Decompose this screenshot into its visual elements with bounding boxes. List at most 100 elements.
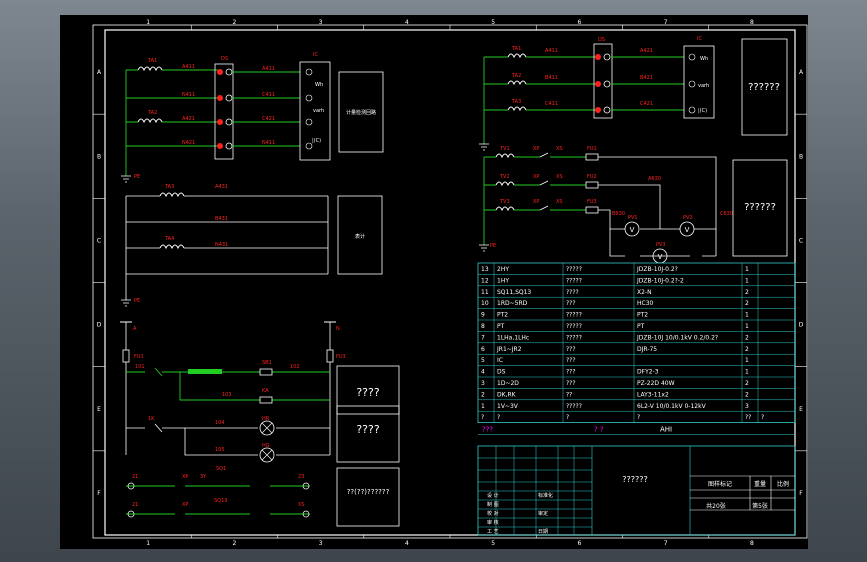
bom-cell: 2 — [745, 334, 749, 341]
wire-label: C411 — [262, 92, 275, 98]
left-pt-circuit: TA3 TA4 PE A431 B431 N431 表计 — [121, 184, 383, 307]
control-line-3 — [126, 423, 330, 433]
interlock-desc-box — [336, 467, 400, 527]
interlock-label: 21 — [132, 502, 138, 508]
bom-cell: PZ-22D 40W — [637, 380, 675, 387]
bom-note-mid: ? ? — [594, 426, 604, 434]
meter-symbol: varh — [313, 108, 324, 114]
meter-symbol: Wh — [700, 56, 708, 62]
bom-cell: 1 — [481, 403, 485, 410]
bom-cell: X2-N — [637, 289, 652, 296]
column-label: 1 — [146, 540, 150, 547]
meter-terminals — [305, 68, 313, 150]
svg-text:V: V — [685, 226, 690, 234]
ct-label-1: TA1 — [147, 58, 157, 64]
bom-header-cell: ? — [637, 414, 640, 421]
title-label: 校 对 — [487, 510, 499, 517]
pt-label: TV3 — [499, 199, 510, 205]
device-label: HR — [262, 416, 270, 422]
bom-cell: JDZB-10J 10/0.1kV 0.2/0.2? — [636, 334, 718, 341]
bom-cell: 7 — [481, 334, 485, 341]
column-label: 8 — [750, 540, 754, 547]
bom-cell: 1 — [745, 357, 749, 364]
column-label: 7 — [664, 19, 668, 26]
fuse-label: FU3 — [587, 199, 597, 205]
right-desc-text-1: ?????? — [748, 82, 780, 93]
switch-label: XP — [533, 199, 539, 205]
column-label: 6 — [577, 540, 581, 547]
wire-label: B630 — [612, 211, 625, 217]
right-desc-text-2: ?????? — [744, 202, 776, 213]
interlock-label: 21 — [132, 474, 138, 480]
right-pt-voltage-circuit: TV1 TV2 TV3 PE XP XS XP XS XP XS FU1 FU2… — [479, 146, 788, 264]
device-label: KA — [262, 388, 269, 394]
interlock-label: 3Y — [200, 474, 207, 480]
bom-cell: ??? — [566, 300, 576, 307]
wire-label: 105 — [215, 447, 225, 453]
switch-label: XS — [556, 174, 563, 180]
interlock-label: SQ13 — [214, 498, 227, 504]
row-label: C — [799, 237, 803, 244]
bom-cell: ??? — [566, 369, 576, 376]
voltmeter-wires — [598, 156, 717, 257]
bom-cell: LAY3-11x2 — [637, 391, 669, 398]
pt-label: TA3 — [164, 184, 174, 190]
column-label: 2 — [232, 540, 236, 547]
bom-note-right: AHI — [660, 426, 672, 434]
lamp-cross-icon — [261, 449, 273, 461]
title-label: 标准化 — [538, 492, 553, 499]
meter-description-box — [338, 71, 384, 153]
wire-label: N411 — [182, 92, 195, 98]
column-label: 2 — [232, 19, 236, 26]
pt-coil-2 — [159, 244, 185, 250]
bom-cell: 2 — [745, 300, 749, 307]
row-label: E — [97, 406, 101, 413]
bom-cell: 1LHa,1LHc — [497, 334, 529, 341]
bom-cell: 1 — [745, 266, 749, 273]
switch-label: XS — [556, 199, 563, 205]
ground-icon — [479, 143, 489, 151]
bom-header-cell: ? — [761, 414, 764, 421]
bom-cell: 1V~3V — [497, 403, 519, 410]
right-desc-box-2 — [732, 159, 788, 257]
lamp-cross-icon — [261, 422, 273, 434]
drawing-area — [60, 15, 808, 549]
meter-label: PV2 — [683, 215, 693, 221]
bom-cell: ??? — [566, 357, 576, 364]
row-label: D — [97, 322, 102, 329]
ground-icon — [121, 175, 131, 183]
indicator-lamp-hg — [259, 447, 275, 463]
column-label: 5 — [491, 19, 495, 26]
pt-description-box — [337, 195, 383, 275]
bus-label: A — [133, 326, 137, 332]
pt-coil-1 — [159, 192, 185, 198]
bom-cell: 2 — [745, 289, 749, 296]
wire-label: A421 — [640, 48, 653, 54]
bom-cell: 4 — [481, 369, 485, 376]
right-terminal-block — [593, 43, 613, 119]
title-header: 重量 — [754, 480, 766, 488]
terminal-tag: DS — [598, 37, 605, 43]
wire-label: N411 — [262, 140, 275, 146]
terminal-points — [217, 69, 223, 149]
bom-cell: ?? — [566, 391, 572, 398]
relay-coil — [188, 369, 222, 374]
column-label: 5 — [491, 540, 495, 547]
pt-label: TV1 — [499, 146, 510, 152]
bom-cell: 2HY — [497, 266, 509, 273]
bom-cell: 9 — [481, 312, 485, 319]
title-header: 图样标记 — [708, 480, 732, 488]
meter-symbol: Wh — [315, 82, 323, 88]
pt-wires — [125, 195, 329, 300]
wire-label: A411 — [545, 48, 558, 54]
wire-label: A421 — [182, 116, 195, 122]
bom-cell: 1HY — [497, 277, 509, 284]
interlock-label: XP — [182, 502, 188, 508]
bom-cell: 10 — [481, 300, 489, 307]
title-label: 设 计 — [487, 492, 499, 499]
wire-label: B431 — [215, 216, 228, 222]
voltmeter-pv1 — [624, 221, 640, 237]
bom-cell: ??? — [566, 346, 576, 353]
